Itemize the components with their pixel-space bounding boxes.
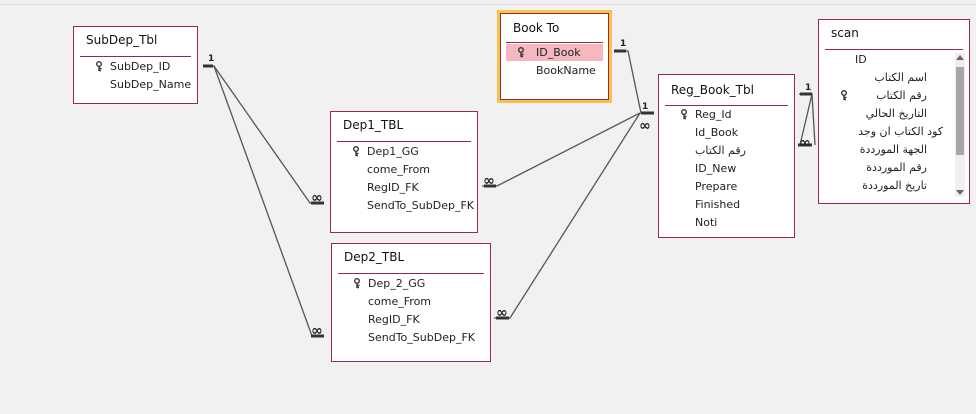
field-name: التاريخ الحالي [865, 107, 927, 120]
table-dep1[interactable]: Dep1_TBL Dep1_GG come_From RegID_FK Send… [330, 111, 478, 233]
field-name: Noti [695, 216, 718, 229]
field-row[interactable]: التاريخ الحالي [825, 105, 949, 122]
cardinality-one: 1 [208, 54, 215, 64]
scroll-down-arrow-icon[interactable] [956, 190, 964, 195]
field-row[interactable]: ID [825, 51, 949, 68]
table-regbook[interactable]: Reg_Book_Tbl Reg_Id Id_Book رقم الكتاب I… [658, 74, 795, 238]
field-row[interactable]: Dep1_GG [337, 143, 471, 160]
field-name: ID_New [695, 162, 737, 175]
cardinality-many: ∞ [311, 323, 323, 339]
field-name: Finished [695, 198, 741, 211]
key-icon [841, 90, 847, 101]
field-row[interactable]: تاريخ المورددة [825, 177, 949, 194]
field-name: ID [855, 53, 867, 66]
key-icon [96, 61, 102, 72]
field-row[interactable]: اسم الكتاب [825, 69, 949, 86]
field-name: رقم الكتاب [876, 89, 927, 102]
field-name: تاريخ المورددة [862, 179, 927, 192]
field-row[interactable]: Dep_2_GG [338, 275, 484, 292]
canvas-top-border [0, 4, 976, 5]
title-divider [337, 141, 471, 142]
table-title[interactable]: SubDep_Tbl [86, 33, 158, 47]
field-row[interactable]: الجهة المورددة [825, 141, 949, 158]
cardinality-one: 1 [805, 83, 812, 93]
field-row[interactable]: SendTo_SubDep_FK [337, 197, 474, 214]
field-name: Dep1_GG [367, 145, 419, 158]
table-title[interactable]: Reg_Book_Tbl [671, 83, 754, 97]
key-icon [354, 278, 360, 289]
field-row[interactable]: رقم المورددة [825, 159, 949, 176]
cardinality-one: 1 [642, 102, 649, 112]
field-name: Reg_Id [695, 108, 732, 121]
field-row-selected[interactable]: ID_Book [506, 44, 603, 61]
key-icon [681, 109, 687, 120]
table-title[interactable]: Dep1_TBL [343, 118, 404, 132]
field-name: Prepare [695, 180, 738, 193]
field-name: SubDep_ID [110, 60, 171, 73]
title-divider [825, 49, 963, 50]
field-row[interactable]: ID_New [665, 160, 788, 177]
vertical-scrollbar[interactable] [955, 53, 965, 197]
field-row[interactable]: Reg_Id [665, 106, 788, 123]
field-name: ID_Book [536, 46, 581, 59]
title-divider [338, 273, 484, 274]
table-subdep[interactable]: SubDep_Tbl SubDep_ID SubDep_Name [73, 26, 198, 104]
field-row[interactable]: come_From [337, 161, 471, 178]
rel-dep2-regbook [494, 112, 641, 319]
scroll-thumb[interactable] [956, 67, 964, 155]
field-name: SubDep_Name [110, 78, 192, 91]
field-name: RegID_FK [368, 313, 420, 326]
field-row[interactable]: come_From [338, 293, 484, 310]
title-divider [506, 42, 603, 43]
field-row[interactable]: Noti [665, 214, 788, 231]
field-name: SendTo_SubDep_FK [367, 199, 474, 212]
field-row[interactable]: Id_Book [665, 124, 788, 141]
field-name: Dep_2_GG [368, 277, 426, 290]
field-name: come_From [368, 295, 432, 308]
field-row[interactable]: RegID_FK [337, 179, 471, 196]
field-name: كود الكتاب ان وجد [858, 125, 943, 138]
field-name: رقم الكتاب [695, 144, 746, 157]
cardinality-many: ∞ [496, 305, 508, 321]
field-name: BookName [536, 64, 596, 77]
field-name: الجهة المورددة [859, 143, 927, 156]
table-inner-border [500, 13, 609, 100]
field-row[interactable]: SubDep_Name [80, 76, 191, 93]
table-dep2[interactable]: Dep2_TBL Dep_2_GG come_From RegID_FK Sen… [331, 243, 491, 362]
field-row[interactable]: رقم الكتاب [665, 142, 788, 159]
field-row[interactable]: رقم الكتاب [825, 87, 949, 104]
cardinality-many: ∞ [311, 190, 323, 206]
key-icon [518, 47, 524, 58]
table-title[interactable]: Dep2_TBL [344, 250, 405, 264]
table-title[interactable]: scan [831, 26, 859, 40]
field-row[interactable]: RegID_FK [338, 311, 484, 328]
field-name: Id_Book [695, 126, 739, 139]
cardinality-many: ∞ [483, 173, 495, 189]
field-row[interactable]: Finished [665, 196, 788, 213]
field-row[interactable]: SubDep_ID [80, 58, 191, 75]
field-name: اسم الكتاب [874, 71, 927, 84]
key-icon [353, 146, 359, 157]
field-name: RegID_FK [367, 181, 419, 194]
scroll-up-arrow-icon[interactable] [956, 55, 964, 60]
title-divider [80, 56, 191, 57]
cardinality-many: ∞ [639, 118, 651, 134]
rel-regbook-scan-2 [811, 93, 816, 146]
cardinality-one: 1 [620, 39, 627, 49]
title-divider [665, 105, 788, 106]
field-row[interactable]: SendTo_SubDep_FK [338, 329, 484, 346]
field-row[interactable]: كود الكتاب ان وجد [825, 123, 949, 140]
field-name: رقم المورددة [866, 161, 927, 174]
table-scan[interactable]: scan ID اسم الكتاب رقم الكتاب التاريخ ال… [818, 19, 970, 204]
field-row[interactable]: Prepare [665, 178, 788, 195]
rel-subdep-dep2 [213, 65, 324, 337]
field-row[interactable]: BookName [506, 62, 603, 79]
cardinality-many: ∞ [799, 135, 811, 151]
table-title[interactable]: Book To [513, 21, 560, 35]
table-bookto[interactable]: Book To ID_Book BookName [497, 10, 612, 103]
field-name: come_From [367, 163, 431, 176]
field-name: SendTo_SubDep_FK [368, 331, 475, 344]
